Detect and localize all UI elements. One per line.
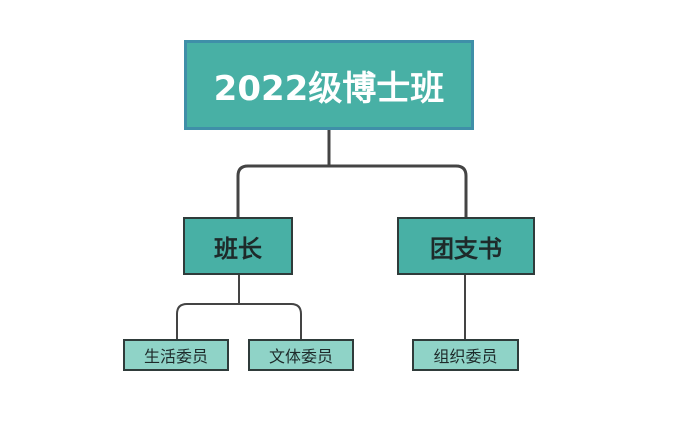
node-monitor[interactable]: 班长 (183, 217, 293, 275)
node-league-secretary[interactable]: 团支书 (397, 217, 535, 275)
node-monitor-label: 班长 (214, 234, 262, 263)
node-organization-committee-label: 组织委员 (433, 347, 498, 366)
connector-monitor-branch (176, 303, 302, 339)
connector-root-branch (236, 164, 468, 217)
root-node[interactable]: 2022级博士班 (184, 40, 474, 130)
node-league-secretary-label: 团支书 (430, 234, 502, 263)
root-node-label: 2022级博士班 (213, 68, 445, 109)
node-life-committee-label: 生活委员 (143, 347, 208, 366)
node-organization-committee[interactable]: 组织委员 (412, 339, 519, 371)
node-sports-committee[interactable]: 文体委员 (248, 339, 354, 371)
node-life-committee[interactable]: 生活委员 (123, 339, 229, 371)
node-sports-committee-label: 文体委员 (268, 347, 333, 366)
